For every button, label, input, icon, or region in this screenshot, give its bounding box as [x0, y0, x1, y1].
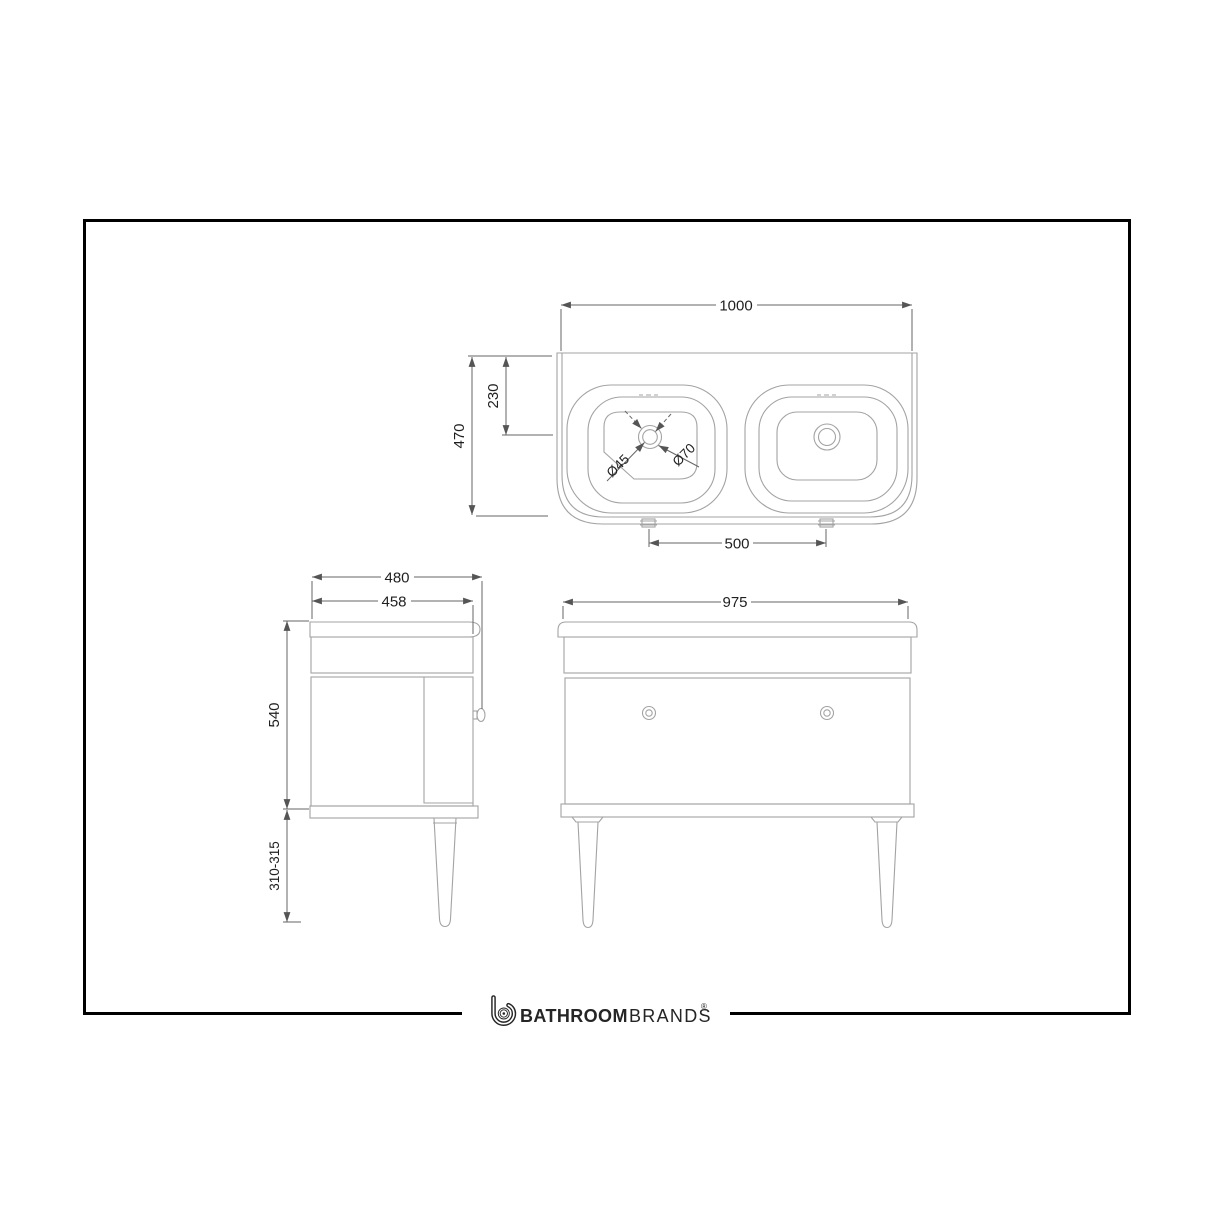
leg-shaft: [433, 817, 457, 928]
ext-lines: [468, 355, 552, 517]
side-cabinet: [310, 676, 474, 807]
dim-label: 1000: [719, 298, 752, 315]
ext-lines: [560, 309, 913, 351]
clip-bars: [818, 520, 835, 526]
waste-drain-left-outer: [637, 424, 663, 450]
leader-line: [658, 445, 700, 468]
dim-drain-setback: 230: [485, 357, 553, 436]
dim-label: 230: [485, 383, 502, 408]
label-bg: [378, 593, 411, 609]
side-apron: [310, 636, 474, 674]
sheet-border-frame: [83, 219, 1131, 1015]
side-view: 480 458 540 310-315: [266, 569, 486, 928]
side-door: [423, 677, 473, 804]
brand-name-bold: BATHROOM: [520, 1006, 628, 1026]
knob-ring: [641, 705, 657, 721]
dim-label: 480: [384, 570, 409, 587]
centre-dash: [624, 410, 642, 429]
dim-waste-diameter: Ø45: [603, 413, 672, 482]
side-plinth: [309, 805, 479, 819]
side-counter: [309, 621, 481, 638]
top-view: 1000 470 230 500 Ø45: [451, 297, 918, 553]
clip-body: [641, 518, 656, 528]
waste-drain-right-inner: [817, 427, 837, 447]
leg-cap: [869, 816, 904, 823]
brand-logo: BATHROOM BRANDS ®: [491, 995, 712, 1026]
dim-label: 310-315: [267, 841, 282, 891]
front-leg-right: [869, 816, 904, 929]
front-leg-left: [570, 816, 605, 929]
basin-right-rim-outer: [744, 384, 909, 514]
dim-side-depth-overall: 480: [311, 569, 483, 709]
knob-hole: [823, 709, 831, 717]
brand-logo-icon: [491, 995, 517, 1026]
waste-drain-right-outer: [813, 423, 841, 451]
clip-body: [819, 518, 834, 528]
clip-bars: [640, 520, 657, 526]
front-plinth: [560, 803, 915, 818]
dim-label: Ø70: [669, 440, 698, 469]
logo-b-spiral-highlight: [498, 1008, 509, 1019]
dim-label: 458: [381, 594, 406, 611]
logo-b-dot: [502, 1012, 506, 1015]
leader-line: [606, 442, 645, 482]
dim-label: 975: [722, 594, 747, 611]
leg-cap: [570, 816, 605, 823]
dim-top-depth: 470: [451, 355, 552, 517]
basin-left-rim-outer: [566, 384, 728, 514]
fixing-clip-left: [640, 518, 657, 528]
dim-overflow-diameter: Ø70: [624, 410, 700, 469]
dim-cabinet-height: 540: [266, 620, 309, 810]
brand-name-light: BRANDS: [629, 1006, 712, 1026]
dim-drain-centres: 500: [648, 529, 827, 553]
leg-shaft: [577, 821, 599, 929]
side-leg: [433, 817, 457, 928]
label-bg: [381, 569, 414, 585]
knob-ring: [819, 705, 835, 721]
drawer-knob-right: [819, 705, 835, 721]
dim-front-width: 975: [562, 594, 909, 619]
worktop-outline-inner: [561, 352, 913, 518]
basin-left: [566, 384, 728, 514]
dim-label: 500: [724, 536, 749, 553]
drawer-knob-left: [641, 705, 657, 721]
basin-left-bowl: [603, 411, 698, 480]
basin-right-bowl: [776, 411, 878, 481]
front-apron: [563, 636, 912, 674]
knob-stem: [472, 710, 478, 720]
dim-side-depth-cabinet: 458: [312, 593, 474, 634]
ext-lines: [562, 606, 909, 619]
label-bg: [721, 594, 751, 610]
registered-mark: ®: [701, 1002, 707, 1011]
dim-top-width: 1000: [560, 297, 913, 351]
waste-drain-left-inner: [642, 429, 658, 445]
dim-label: 540: [266, 702, 283, 727]
knob-hole: [645, 709, 653, 717]
front-view: 975: [557, 594, 918, 929]
basin-left-rim-inner: [587, 396, 716, 504]
worktop-outline-outer: [556, 352, 918, 525]
basin-right-rim-inner: [758, 396, 898, 502]
basin-right: [744, 384, 909, 514]
leg-shaft: [876, 821, 898, 929]
label-bg: [722, 535, 753, 551]
dim-label: 470: [451, 423, 468, 448]
logo-b-outer-highlight: [492, 996, 515, 1025]
label-bg: [716, 297, 757, 313]
front-counter: [557, 621, 918, 638]
dim-leg-height: 310-315: [267, 810, 301, 923]
knob-cap: [476, 707, 486, 723]
fixing-clip-right: [818, 518, 835, 528]
side-knob: [472, 707, 486, 723]
centre-dash: [655, 413, 672, 432]
front-drawer: [564, 677, 911, 805]
